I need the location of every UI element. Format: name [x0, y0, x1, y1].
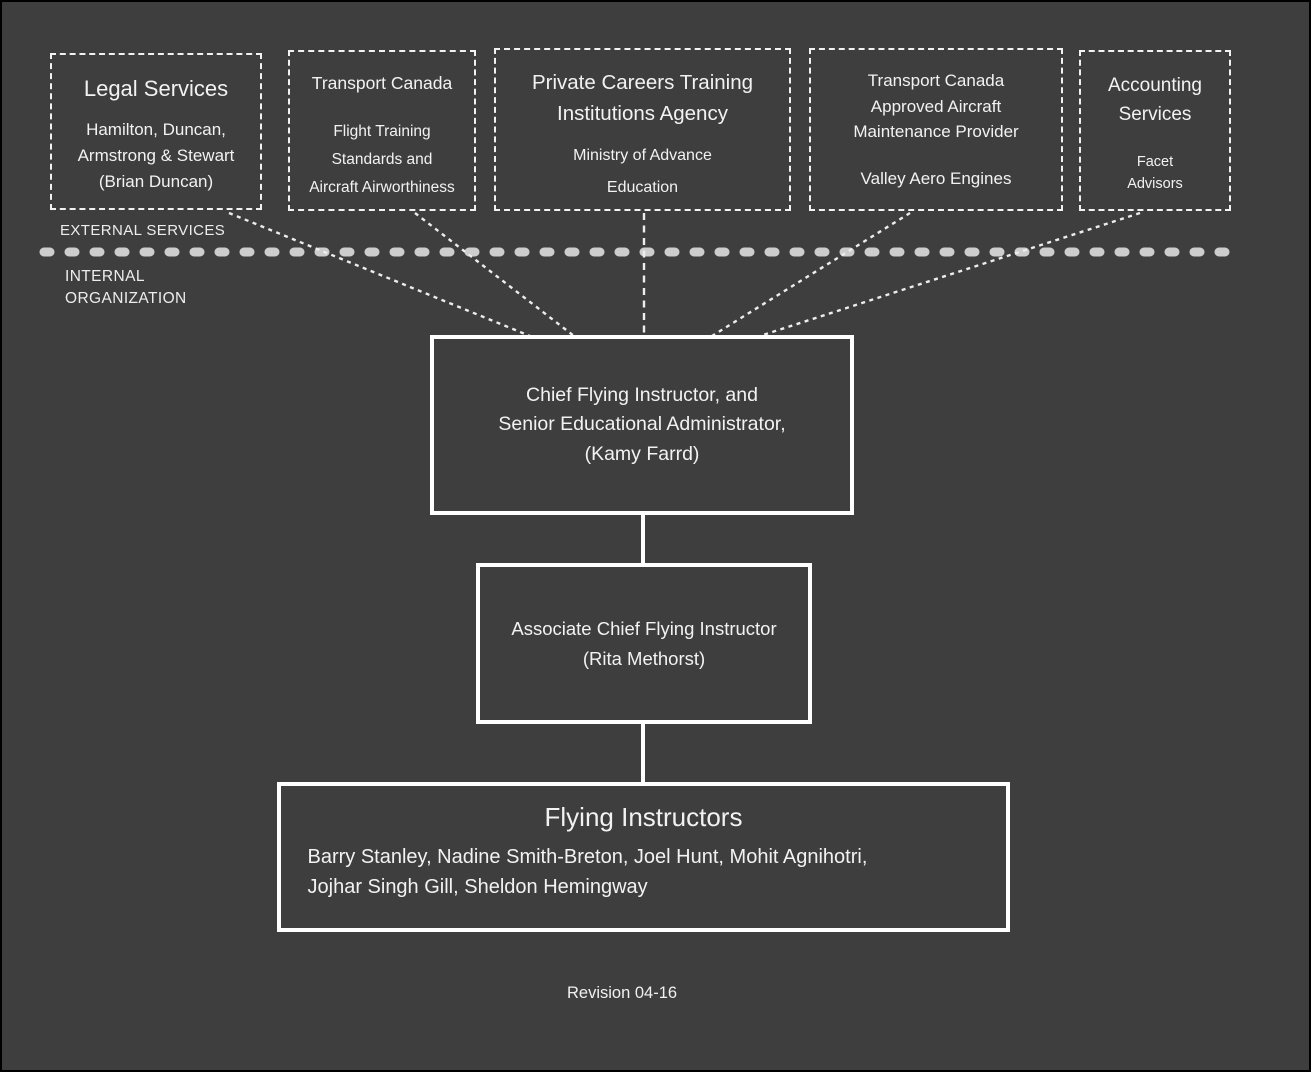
- node-flying-instructors: Flying Instructors Barry Stanley, Nadine…: [277, 782, 1010, 932]
- flying-instructors-members: Barry Stanley, Nadine Smith-Breton, Joel…: [307, 846, 868, 898]
- link-accounting-to-chief: [759, 211, 1141, 338]
- external-box-subtitle: Valley Aero Engines: [860, 168, 1012, 188]
- external-services-label: EXTERNAL SERVICES: [60, 222, 226, 239]
- link-maintenance-to-chief: [711, 211, 911, 338]
- link-legal-to-chief: [228, 211, 531, 338]
- internal-organization-label: INTERNAL ORGANIZATION: [65, 268, 187, 307]
- revision-label: Revision 04-16: [567, 984, 678, 1002]
- external-box-title: Transport Canada Approved Aircraft Maint…: [853, 71, 1019, 141]
- external-box-title: Accounting Services: [1107, 75, 1202, 125]
- external-box-transport-canada: Transport Canada Flight Training Standar…: [288, 50, 476, 211]
- external-box-subtitle: Ministry of Advance Education: [573, 146, 712, 196]
- external-box-title: Transport Canada: [311, 73, 453, 93]
- external-box-title: Legal Services: [83, 76, 229, 101]
- external-box-title: Private Careers Training Institutions Ag…: [531, 71, 754, 125]
- node-chief-flying-instructor: Chief Flying Instructor, and Senior Educ…: [430, 335, 854, 515]
- link-transport-canada-to-chief: [414, 212, 575, 337]
- external-box-private-careers-training: Private Careers Training Institutions Ag…: [494, 48, 791, 211]
- node-chief-text: Chief Flying Instructor, and Senior Educ…: [498, 384, 786, 465]
- external-box-subtitle: Hamilton, Duncan, Armstrong & Stewart (B…: [77, 119, 235, 192]
- external-box-subtitle: Facet Advisors: [1127, 154, 1183, 193]
- node-associate-text: Associate Chief Flying Instructor (Rita …: [511, 617, 777, 669]
- external-box-legal-services: Legal Services Hamilton, Duncan, Armstro…: [50, 53, 262, 210]
- flying-instructors-title: Flying Instructors: [544, 802, 743, 832]
- external-box-subtitle: Flight Training Standards and Aircraft A…: [309, 122, 455, 196]
- node-associate-chief-flying-instructor: Associate Chief Flying Instructor (Rita …: [476, 563, 812, 724]
- external-box-accounting-services: Accounting Services Facet Advisors: [1079, 50, 1231, 211]
- external-box-maintenance-provider: Transport Canada Approved Aircraft Maint…: [809, 48, 1063, 211]
